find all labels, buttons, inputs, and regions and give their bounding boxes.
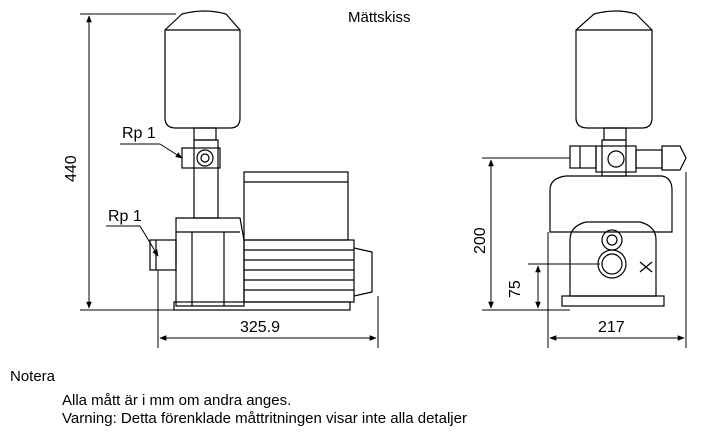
- side-inlet: [149, 239, 177, 271]
- front-base: [561, 295, 665, 307]
- front-riser-pipe: [601, 139, 627, 177]
- side-width-label: 325.9: [240, 319, 280, 336]
- drawing-title: Mättskiss: [348, 9, 411, 26]
- side-terminal-box: [243, 171, 349, 241]
- side-height-dimension: [80, 13, 176, 311]
- front-outlet-ring: [601, 229, 623, 251]
- note-units: Alla mått är i mm om andra anges.: [62, 392, 292, 409]
- side-riser-pipe: [193, 139, 219, 219]
- front-height-dimension: [482, 157, 570, 311]
- lower-connection-label: Rp 1: [108, 208, 142, 225]
- side-motor-housing: [243, 239, 355, 303]
- front-width-label: 217: [598, 319, 625, 336]
- side-tank-neck: [193, 127, 217, 141]
- side-tank: [164, 10, 241, 129]
- front-view: [549, 10, 687, 307]
- callout-leaders: [106, 143, 183, 257]
- front-tank-neck: [603, 127, 627, 141]
- side-base: [173, 301, 351, 311]
- side-width-dimension: [157, 270, 379, 348]
- front-axis-dimension: [528, 263, 600, 309]
- side-height-label: 440: [63, 155, 80, 182]
- front-axis-label: 75: [507, 280, 524, 298]
- side-view: [149, 10, 373, 311]
- front-left-fitting: [569, 145, 597, 169]
- notes-heading: Notera: [10, 368, 56, 385]
- note-warning: Varning: Detta förenklade måttritningen …: [62, 410, 467, 427]
- front-pump-head: [569, 221, 657, 297]
- side-pump-body: [175, 217, 245, 307]
- front-tank: [575, 10, 653, 129]
- upper-connection-label: Rp 1: [122, 125, 156, 142]
- front-height-label: 200: [472, 227, 489, 254]
- front-pump-cover: [549, 175, 673, 233]
- front-width-dimension: [547, 172, 687, 348]
- front-right-fitting: [635, 149, 663, 169]
